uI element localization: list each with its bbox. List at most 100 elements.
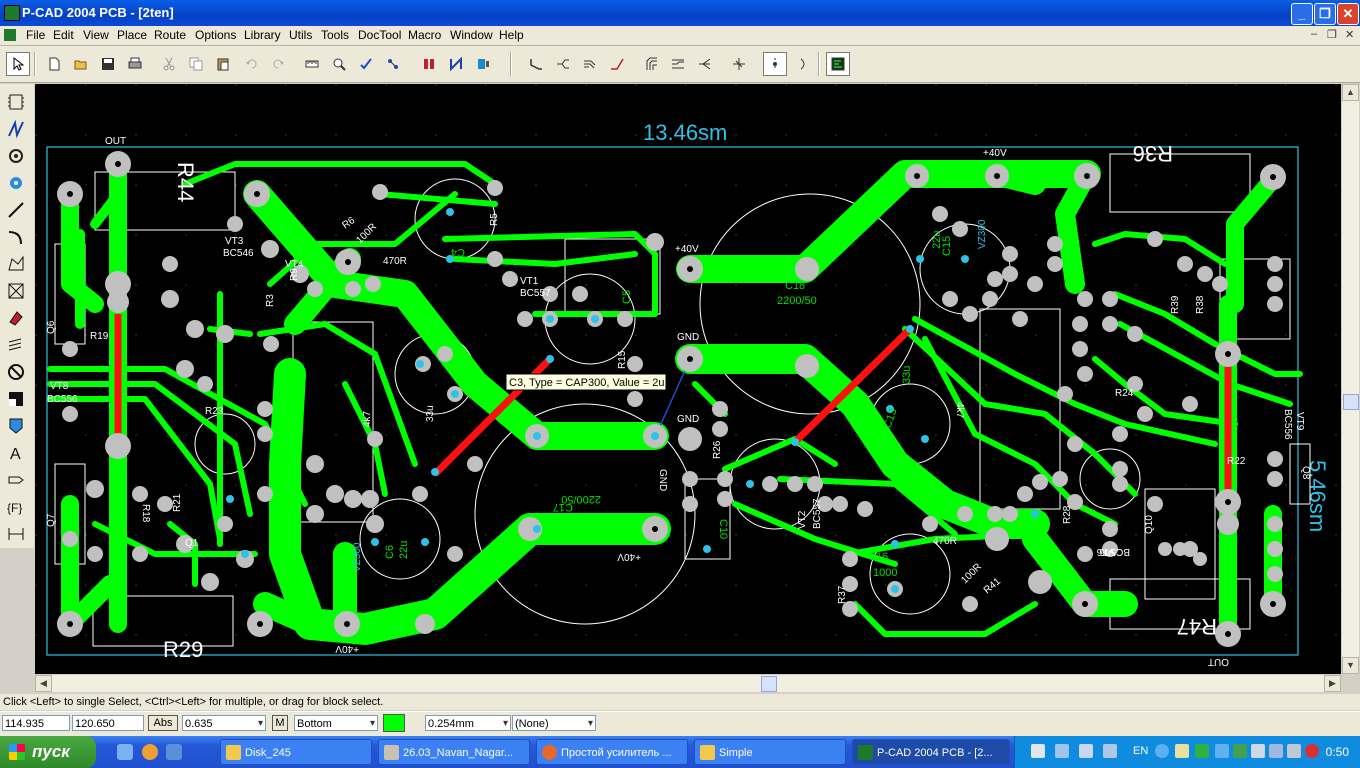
push-traces-button[interactable] [666,52,690,76]
place-room-button[interactable] [6,389,26,409]
y-coordinate-field[interactable]: 120.650 [72,715,144,731]
menu-file[interactable]: File [26,28,46,42]
menu-options[interactable]: Options [195,28,237,42]
measure-button[interactable] [300,52,324,76]
task-simple[interactable]: Simple [694,739,846,765]
x-coordinate-field[interactable]: 114.935 [2,715,70,731]
place-dimension-button[interactable] [6,524,26,544]
tray-green-icon[interactable] [1233,744,1247,758]
tray-speaker-icon[interactable] [1269,744,1283,758]
place-forbidden-button[interactable] [6,362,26,382]
scroll-up-button[interactable]: ▲ [1342,84,1359,101]
scroll-right-button[interactable]: ▶ [1324,675,1341,692]
open-button[interactable] [69,52,93,76]
highlight-net-button[interactable] [763,52,787,76]
horizontal-scroll-thumb[interactable] [761,676,777,692]
tray-device-icon[interactable] [1079,744,1093,758]
miter-button[interactable] [639,52,663,76]
tray-network-icon[interactable] [1055,744,1069,758]
layer-select[interactable]: Bottom [294,715,378,732]
menu-view[interactable]: View [83,28,109,42]
place-text-button[interactable]: A [6,443,26,463]
new-button[interactable] [42,52,66,76]
place-arc-button[interactable] [6,227,26,247]
route-multitrace-button[interactable] [578,52,602,76]
mode-toggle[interactable]: M [272,715,288,731]
net-select[interactable]: (None) [512,715,596,732]
vertical-scroll-thumb[interactable] [1343,394,1359,410]
place-field-button[interactable]: {F} [6,497,26,517]
tray-mail-icon[interactable] [1103,744,1117,758]
tray-safe-remove-icon[interactable] [1287,744,1301,758]
document-icon[interactable] [4,29,16,41]
task-disk-245[interactable]: Disk_245 [220,739,372,765]
place-connection-button[interactable] [6,119,26,139]
place-copper-pour-button[interactable] [6,308,26,328]
menu-place[interactable]: Place [117,28,148,42]
place-point-button[interactable] [6,416,26,436]
menu-tools[interactable]: Tools [321,28,350,42]
pcb-canvas[interactable]: 13.46sm 5.46sm [35,84,1341,674]
tray-ftp-icon[interactable] [1175,744,1189,758]
menu-doctool[interactable]: DocTool [358,28,402,42]
route-interactive-button[interactable] [551,52,575,76]
select-tool-button[interactable] [6,52,30,76]
horizontal-scrollbar[interactable]: ◀ ▶ [35,674,1341,692]
place-component-button[interactable] [6,92,26,112]
close-button[interactable]: ✕ [1337,3,1359,25]
place-pad-button[interactable] [6,146,26,166]
menu-edit[interactable]: Edit [53,28,74,42]
design-manager-button[interactable] [826,52,850,76]
scroll-down-button[interactable]: ▼ [1342,657,1359,674]
tray-h-icon[interactable] [1195,744,1209,758]
scroll-left-button[interactable]: ◀ [35,675,52,692]
place-line-button[interactable] [6,200,26,220]
quicklaunch-explorer-icon[interactable] [117,744,133,760]
maximize-button[interactable]: ❐ [1314,3,1336,25]
cut-button[interactable] [157,52,181,76]
place-via-button[interactable] [6,173,26,193]
drc-button[interactable] [354,52,378,76]
place-cutout-button[interactable] [6,281,26,301]
menu-library[interactable]: Library [244,28,281,42]
fanout-button[interactable] [693,52,717,76]
autoroute-button[interactable] [381,52,405,76]
tray-printer-icon[interactable] [1031,744,1045,758]
mdi-close-button[interactable]: ✕ [1345,29,1355,41]
mdi-restore-button[interactable]: ❐ [1327,29,1337,41]
tray-monitor-icon[interactable] [1251,744,1265,758]
start-button[interactable]: пуск [0,736,96,768]
glue-button[interactable] [727,52,751,76]
mdi-minimize-button[interactable]: – [1311,28,1318,40]
absolute-toggle[interactable]: Abs [148,715,178,731]
route-manual-button[interactable] [524,52,548,76]
paste-button[interactable] [211,52,235,76]
quicklaunch-info-icon[interactable] [142,744,158,760]
copy-button[interactable] [184,52,208,76]
menu-utils[interactable]: Utils [289,28,313,42]
place-attribute-button[interactable] [6,470,26,490]
task-pcad[interactable]: P-CAD 2004 PCB - [2... [852,739,1010,765]
redo-button[interactable] [266,52,290,76]
task-navan-nagar[interactable]: 26.03_Navan_Nagar... [378,739,530,765]
route-bus-button[interactable] [605,52,629,76]
language-indicator[interactable]: EN [1133,745,1149,757]
tray-arrow-icon[interactable] [1155,744,1169,758]
view-3d-button[interactable] [471,52,495,76]
undo-button[interactable] [240,52,264,76]
quicklaunch-media-icon[interactable] [166,744,182,760]
grid-select[interactable]: 0.254mm [425,715,511,732]
task-browser[interactable]: Простой усилитель ... [536,739,688,765]
tray-update-icon[interactable] [1215,744,1229,758]
menu-window[interactable]: Window [450,28,493,42]
minimize-button[interactable]: _ [1291,3,1313,25]
layer-bottom-button[interactable] [444,52,468,76]
vertical-scrollbar[interactable]: ▲ ▼ [1341,84,1359,674]
save-button[interactable] [96,52,120,76]
print-button[interactable] [123,52,147,76]
zoom-button[interactable] [327,52,351,76]
menu-macro[interactable]: Macro [408,28,442,42]
app-icon[interactable] [4,5,20,21]
layer-top-button[interactable] [417,52,441,76]
menu-route[interactable]: Route [154,28,187,42]
